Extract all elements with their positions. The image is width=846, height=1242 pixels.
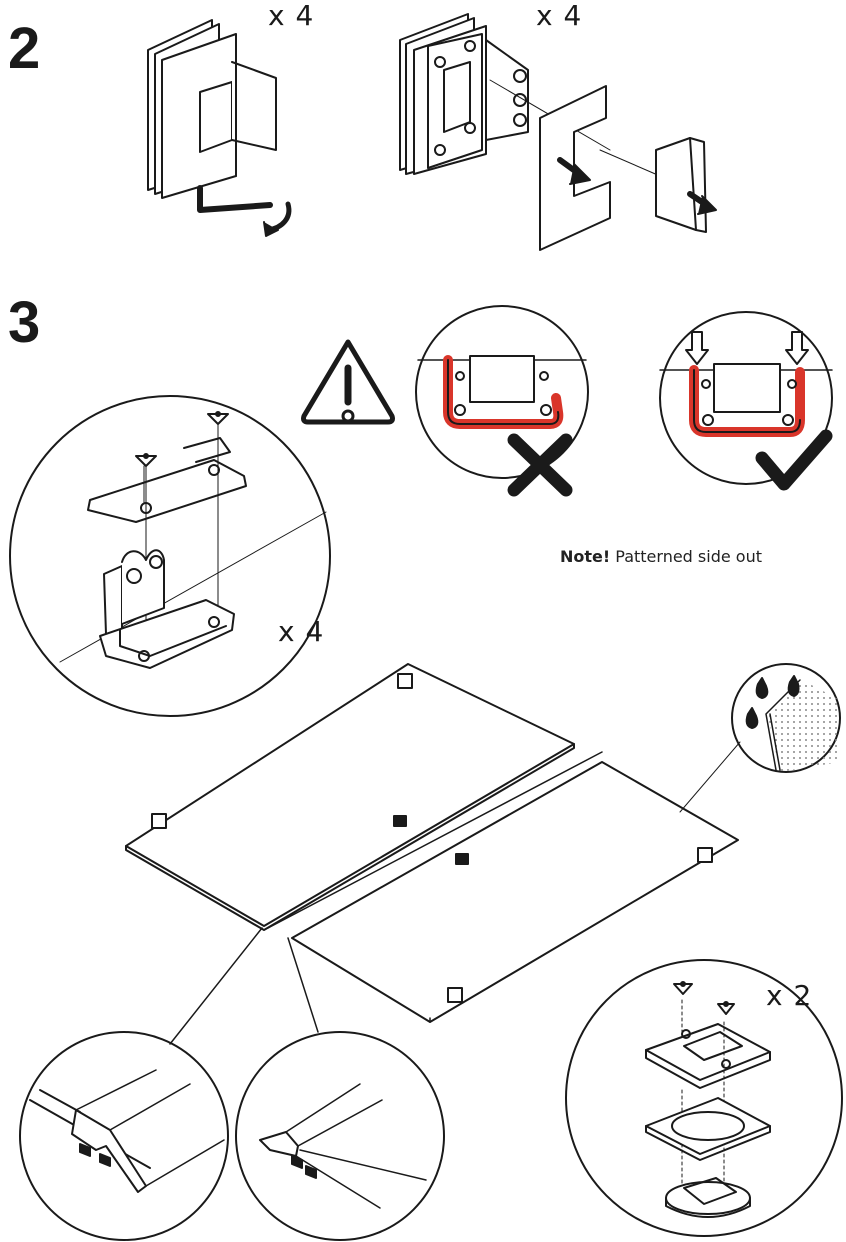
- step-2-number: 2: [8, 16, 41, 81]
- water-drop-icon: [755, 677, 769, 699]
- incorrect-seal-detail: [415, 305, 589, 479]
- screw-icon: [207, 411, 229, 425]
- glass-panel-left: [125, 663, 575, 931]
- c-shaped-plate: [539, 85, 611, 251]
- warning-icon: [301, 339, 395, 425]
- screw-icon: [717, 1001, 735, 1015]
- step-3-mount-quantity: x 2: [766, 979, 813, 1012]
- screw-icon: [135, 453, 157, 467]
- edge-profile-detail-right: [235, 1031, 445, 1241]
- patterned-side-detail: [679, 663, 841, 813]
- water-drop-icon: [745, 707, 759, 729]
- hinge-bracket-part: [399, 13, 611, 175]
- check-icon: [755, 429, 833, 491]
- small-insert-plate: [655, 137, 707, 233]
- push-arrow-icon: [687, 191, 717, 215]
- step-2-hinge-quantity: x 4: [268, 0, 315, 32]
- mount-plate-exploded-detail: [565, 959, 843, 1237]
- hinge-clamp-part: [147, 19, 277, 199]
- note-label: Note!: [560, 547, 611, 566]
- push-arrow-icon: [557, 157, 591, 185]
- step-2-bracket-quantity: x 4: [536, 0, 583, 32]
- clamp-exploded-detail: [9, 395, 331, 717]
- correct-seal-detail: [659, 311, 833, 485]
- screw-icon: [673, 981, 693, 995]
- note-text: Patterned side out: [610, 547, 762, 566]
- water-drop-icon: [787, 675, 800, 697]
- step-3-number: 3: [8, 290, 41, 355]
- glass-panel-right: [267, 751, 739, 1023]
- patterned-side-note: Note! Patterned side out: [560, 549, 762, 565]
- edge-profile-detail-left: [19, 1031, 229, 1241]
- cross-icon: [507, 433, 573, 497]
- allen-key-icon: [197, 185, 273, 213]
- rotate-arrow-icon: [263, 201, 292, 237]
